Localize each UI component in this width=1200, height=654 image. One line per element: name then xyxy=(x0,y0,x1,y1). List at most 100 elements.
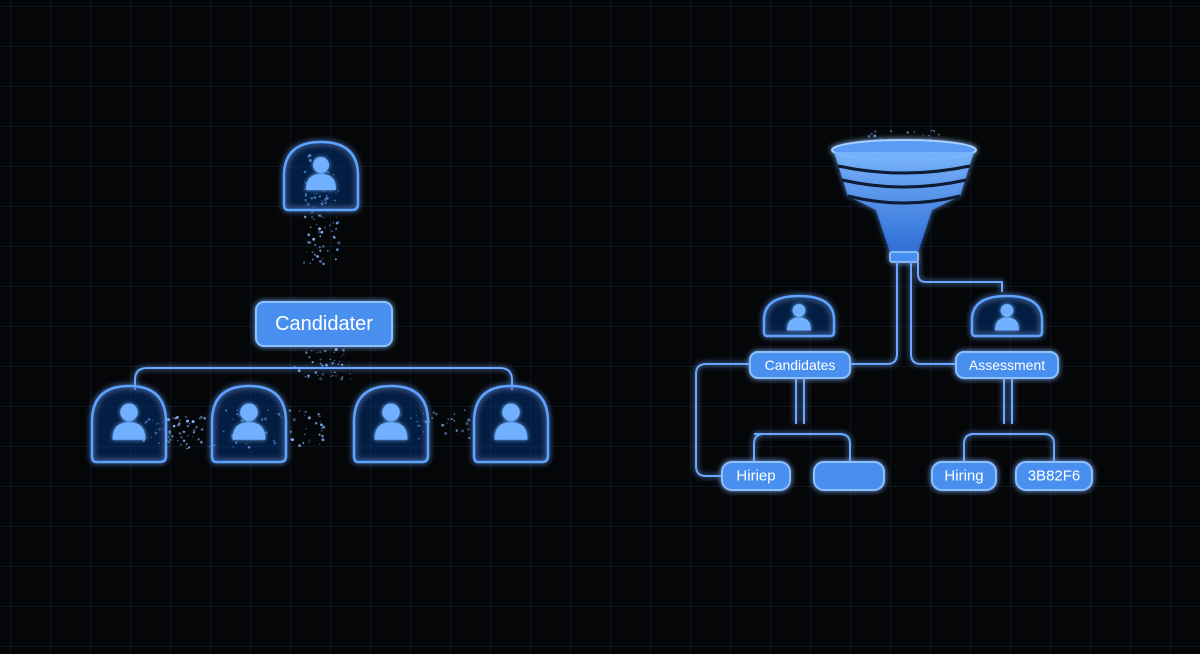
particle xyxy=(311,361,314,364)
particle xyxy=(320,429,323,432)
particle xyxy=(928,135,930,137)
particle xyxy=(319,249,322,251)
particle xyxy=(334,258,337,261)
particle xyxy=(167,418,170,422)
hiring-label: Hiring xyxy=(944,468,983,485)
particle xyxy=(468,437,471,440)
particle xyxy=(334,359,336,361)
particle xyxy=(455,429,458,432)
particle xyxy=(186,447,188,450)
particle xyxy=(431,416,434,420)
connector-assessment-down xyxy=(963,378,1055,462)
connector-funnel-branch xyxy=(917,262,1003,292)
particle xyxy=(930,129,933,132)
particle xyxy=(199,415,203,419)
particle xyxy=(302,261,306,264)
particle xyxy=(446,422,448,424)
hiriep-pill[interactable]: Hiriep xyxy=(721,461,791,491)
particle xyxy=(185,443,188,446)
funnel-icon xyxy=(831,139,977,263)
blank-pill[interactable] xyxy=(813,461,885,491)
particle xyxy=(171,435,174,438)
particle xyxy=(311,251,314,254)
particle xyxy=(913,130,916,133)
particle xyxy=(173,418,176,420)
particle xyxy=(189,423,191,425)
particle xyxy=(172,424,176,428)
particle xyxy=(341,376,344,379)
particle xyxy=(330,375,332,377)
particle xyxy=(331,361,335,365)
particle xyxy=(327,249,329,252)
candidater-label: Candidater xyxy=(275,313,373,335)
particle xyxy=(329,358,331,361)
particle xyxy=(298,444,301,447)
particle xyxy=(297,369,301,373)
particle xyxy=(337,362,340,366)
particle xyxy=(321,438,325,442)
candidates-pill[interactable]: Candidates xyxy=(749,351,851,379)
particle xyxy=(174,417,178,420)
particle xyxy=(319,350,322,354)
particle xyxy=(311,211,314,214)
particle xyxy=(318,230,321,234)
particle xyxy=(319,420,321,423)
particle xyxy=(307,416,311,420)
particle xyxy=(309,226,312,229)
particle xyxy=(311,216,314,219)
hiring-pill[interactable]: Hiring xyxy=(931,461,997,491)
particle xyxy=(288,409,292,412)
particle xyxy=(308,441,310,443)
particle xyxy=(335,375,337,377)
particle xyxy=(320,423,323,426)
particle xyxy=(313,218,315,221)
particle xyxy=(304,410,307,414)
candidater-pill[interactable]: Candidater xyxy=(255,301,393,347)
particle xyxy=(167,413,169,416)
particle xyxy=(195,427,197,429)
particle xyxy=(321,434,324,438)
particle xyxy=(197,438,200,441)
particle xyxy=(319,214,321,216)
person-node-3 xyxy=(352,384,430,464)
particle xyxy=(304,433,306,435)
particle xyxy=(444,432,448,435)
particle xyxy=(317,413,320,416)
particle xyxy=(168,430,172,434)
particle xyxy=(314,371,318,374)
particle xyxy=(314,264,316,266)
particle xyxy=(937,133,940,136)
particle xyxy=(289,438,291,440)
particle xyxy=(467,418,471,422)
particle xyxy=(305,351,308,354)
particle xyxy=(873,134,877,138)
particle xyxy=(319,377,323,381)
particle xyxy=(311,350,313,352)
particle xyxy=(435,412,438,415)
particle xyxy=(314,243,317,246)
particle xyxy=(198,417,201,420)
code-pill[interactable]: 3B82F6 xyxy=(1015,461,1093,491)
particle xyxy=(313,253,317,256)
particle xyxy=(203,416,206,420)
particle xyxy=(342,348,345,352)
particle xyxy=(450,417,453,421)
particle xyxy=(331,375,334,377)
particle xyxy=(200,440,203,444)
particle xyxy=(321,427,323,430)
particle xyxy=(922,134,925,136)
particle xyxy=(191,420,195,424)
assessment-pill[interactable]: Assessment xyxy=(955,351,1059,379)
particle xyxy=(303,215,307,219)
particle xyxy=(339,360,341,363)
particle xyxy=(185,419,190,423)
particle xyxy=(324,226,327,229)
particle xyxy=(867,135,871,138)
particle xyxy=(319,249,322,253)
particle xyxy=(182,430,186,434)
particle xyxy=(333,371,336,374)
particle xyxy=(340,363,344,367)
particle xyxy=(873,130,877,133)
